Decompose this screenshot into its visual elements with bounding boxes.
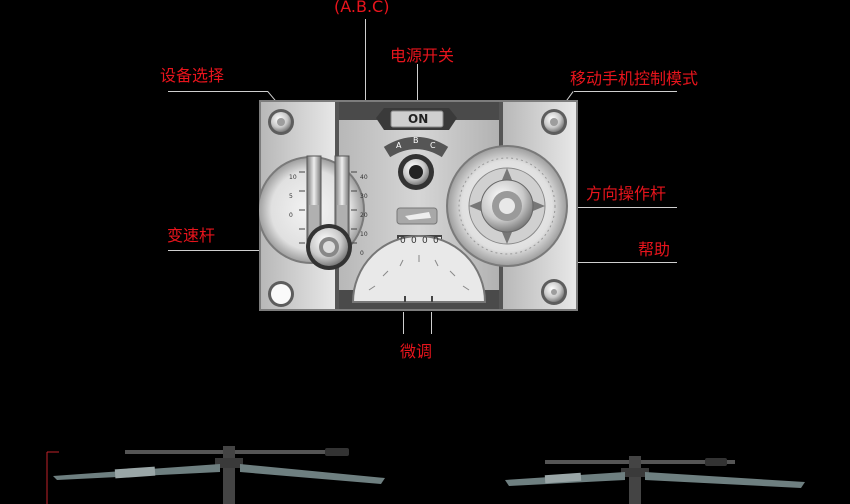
leader-mobile-mode [574, 91, 677, 92]
leader-direction-stick [508, 207, 677, 208]
channel-selector[interactable] [383, 137, 449, 190]
counter-digit: 0 [411, 236, 417, 246]
counter-digit: 0 [400, 236, 406, 246]
power-button-label: ON [408, 112, 429, 126]
remote-control-panel: ON A B C 10 5 0 40 30 20 10 0 0 0 0 0 [257, 100, 578, 311]
counter-digit: 0 [422, 236, 428, 246]
power-switch[interactable] [376, 108, 457, 130]
callout-power: 电源开关 [390, 46, 455, 65]
channel-letter-b: B [413, 136, 419, 145]
throttle-scale-left-label: 5 [289, 193, 293, 200]
callout-device-select: 设备选择 [160, 66, 225, 85]
counter-digit: 0 [433, 236, 439, 246]
throttle-scale-right: 40 30 20 10 0 [360, 168, 368, 263]
throttle-scale-left-label: 10 [289, 174, 297, 181]
mobile-mode-button[interactable] [541, 109, 567, 135]
throttle-scale-right-label: 10 [360, 231, 368, 238]
channel-letter-c: C [430, 141, 436, 150]
throttle-knob[interactable] [306, 224, 352, 270]
callout-channel: (A.B.C) [334, 0, 390, 16]
device-select-button[interactable] [268, 109, 294, 135]
leader-trim-right [431, 312, 432, 334]
helicopter-rotor-right [505, 456, 805, 504]
throttle-scale-right-label: 30 [360, 193, 368, 200]
leader-channel [365, 19, 366, 146]
throttle-scale-right-label: 0 [360, 250, 364, 257]
trim-gauge[interactable] [351, 235, 487, 303]
throttle-scale-right-label: 20 [360, 212, 368, 219]
callout-help: 帮助 [638, 240, 671, 259]
leader-device-select [168, 91, 268, 92]
leader-power [417, 64, 418, 102]
callout-direction-stick: 方向操作杆 [586, 184, 667, 203]
direction-stick[interactable] [446, 145, 568, 267]
leader-throttle [168, 250, 330, 251]
throttle-scale-left-label: 0 [289, 212, 293, 219]
help-button[interactable] [541, 279, 567, 305]
bottom-left-button[interactable] [268, 281, 294, 307]
throttle-scale-right-label: 40 [360, 174, 368, 181]
callout-trim: 微调 [400, 342, 433, 361]
leader-trim-left [403, 312, 404, 334]
callout-throttle: 变速杆 [167, 226, 216, 245]
leader-help [575, 262, 677, 263]
channel-letter-a: A [396, 141, 402, 150]
callout-mobile-mode: 移动手机控制模式 [570, 69, 699, 88]
throttle-scale-left: 10 5 0 [289, 168, 297, 225]
helicopter-rotor-left [46, 446, 385, 504]
